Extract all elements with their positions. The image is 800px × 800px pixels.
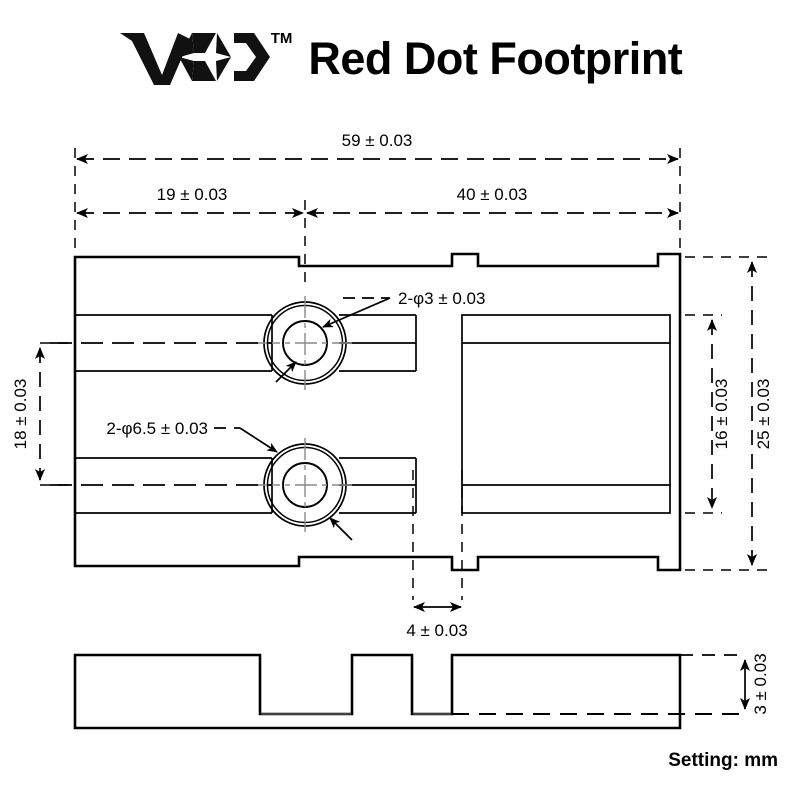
side-view-outline — [73, 653, 682, 730]
dim-notch-width: 4 ± 0.03 — [406, 621, 467, 640]
lower-hole-group — [258, 438, 352, 532]
page-header: TM Red Dot Footprint — [0, 22, 800, 94]
dim-overall-length: 59 ± 0.03 — [342, 131, 413, 150]
top-view — [50, 252, 682, 572]
units-note: Setting: mm — [668, 750, 778, 771]
trademark-symbol: TM — [270, 30, 293, 47]
dim-thickness: 3 ± 0.03 — [751, 653, 770, 714]
dim-hole-pitch: 18 ± 0.03 — [11, 379, 30, 450]
vod-logo-icon — [119, 33, 270, 85]
top-view-dimensions: 59 ± 0.03 19 ± 0.03 40 ± 0.03 18 ± 0.03 … — [11, 131, 773, 640]
upper-hole-group — [258, 296, 352, 390]
callout-large-holes: 2-φ6.5 ± 0.03 — [106, 419, 208, 438]
dim-slot-span: 16 ± 0.03 — [712, 379, 731, 450]
dim-overall-width: 25 ± 0.03 — [754, 379, 773, 450]
right-inner-pocket — [461, 314, 671, 514]
dim-right-segment: 40 ± 0.03 — [457, 185, 528, 204]
dim-left-segment: 19 ± 0.03 — [157, 185, 228, 204]
callout-small-holes: 2-φ3 ± 0.03 — [398, 289, 485, 308]
lower-right-slot — [339, 457, 417, 514]
page-title: Red Dot Footprint — [308, 32, 683, 84]
hole-callouts: 2-φ3 ± 0.03 2-φ6.5 ± 0.03 — [106, 289, 485, 541]
side-view: 3 ± 0.03 — [73, 653, 770, 730]
brand-logo: TM — [118, 29, 293, 87]
upper-right-slot — [339, 314, 417, 372]
top-view-outline — [73, 252, 682, 572]
leader-large-holes — [239, 427, 278, 453]
leader-small-holes — [322, 297, 391, 328]
